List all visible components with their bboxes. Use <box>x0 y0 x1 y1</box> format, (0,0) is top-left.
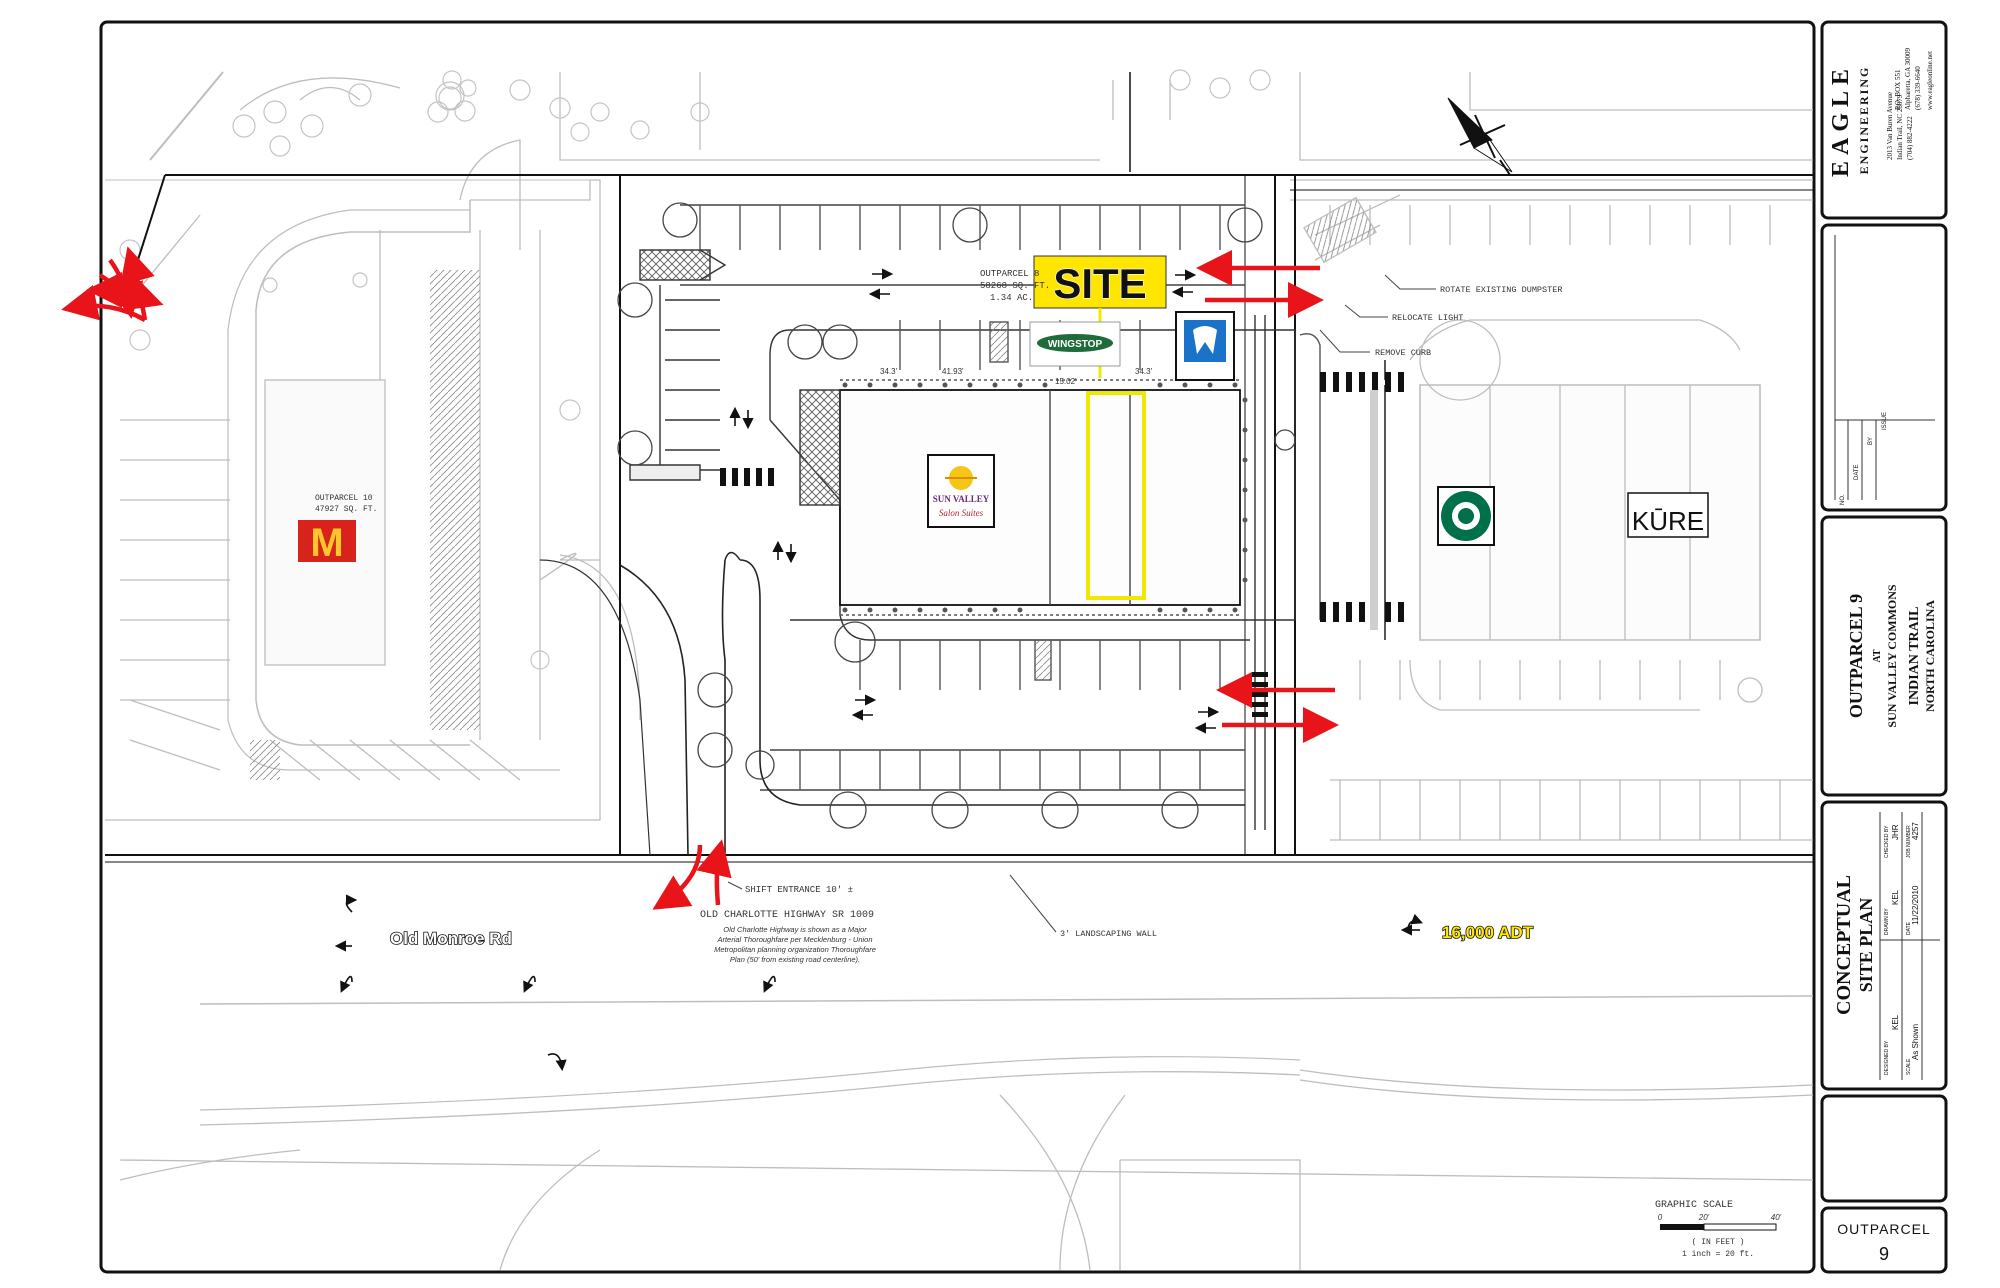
sheet-title-block: CONCEPTUAL SITE PLAN DESIGNED BY KEL DRA… <box>1833 812 1940 1080</box>
highway-name: OLD CHARLOTTE HIGHWAY SR 1009 <box>700 910 874 921</box>
svg-text:BY: BY <box>1868 437 1874 445</box>
svg-text:www.eagleonline.net: www.eagleonline.net <box>1926 51 1934 110</box>
outparcel-10-name: OUTPARCEL 10 <box>315 494 373 503</box>
svg-text:Salon Suites: Salon Suites <box>939 508 984 518</box>
relocate-light-note: RELOCATE LIGHT <box>1392 313 1463 323</box>
north-arrow-icon <box>1447 97 1513 176</box>
dimension-1: 34.3' <box>880 367 898 376</box>
sheet-number-value: 9 <box>1879 1244 1889 1264</box>
relocate-light-leader <box>1344 304 1388 318</box>
outparcel-9-layout <box>539 204 1386 856</box>
context-trees <box>119 69 1271 670</box>
svg-text:20': 20' <box>1698 1213 1710 1222</box>
svg-text:AT: AT <box>1872 649 1883 662</box>
old-monroe-rd-label: Old Monroe Rd <box>390 929 512 948</box>
svg-text:DESIGNED BY: DESIGNED BY <box>1884 1040 1890 1075</box>
svg-text:(704) 882-4222: (704) 882-4222 <box>1906 116 1914 160</box>
svg-text:JOB NUMBER: JOB NUMBER <box>1906 825 1912 858</box>
svg-text:EAGLE: EAGLE <box>1828 63 1854 177</box>
svg-text:Alpharetta, GA 30009: Alpharetta, GA 30009 <box>1904 47 1912 110</box>
highway-note-2: Arterial Thoroughfare per Mecklenburg - … <box>716 935 872 944</box>
highway-note-4: Plan (50' from existing road centerline)… <box>730 955 860 964</box>
access-arrows <box>61 246 1339 910</box>
wingstop-logo: WINGSTOP <box>1029 321 1121 367</box>
outparcel-8-name: OUTPARCEL 8 <box>980 269 1039 279</box>
highway-note-1: Old Charlotte Highway is shown as a Majo… <box>723 925 867 934</box>
dental-icon <box>1175 311 1235 381</box>
svg-text:40': 40' <box>1771 1213 1782 1222</box>
svg-text:WINGSTOP: WINGSTOP <box>1048 339 1103 350</box>
sun-valley-logo: SUN VALLEY Salon Suites <box>927 454 995 528</box>
svg-text:DATE: DATE <box>1854 464 1860 480</box>
svg-text:SUN VALLEY COMMONS: SUN VALLEY COMMONS <box>1885 584 1899 727</box>
svg-text:OUTPARCEL 9: OUTPARCEL 9 <box>1846 594 1866 718</box>
kure-logo: KŪRE <box>1627 492 1709 538</box>
sheet-number-label: OUTPARCEL <box>1837 1221 1931 1237</box>
svg-text:(678) 339-6640: (678) 339-6640 <box>1914 66 1922 110</box>
svg-text:KŪRE: KŪRE <box>1632 506 1704 536</box>
traffic-flow-arrows <box>334 268 1423 1072</box>
shrub-dots <box>842 382 1248 613</box>
shift-entrance-leader <box>727 881 743 890</box>
svg-text:SITE PLAN: SITE PLAN <box>1856 898 1876 993</box>
dimension-3: 15.02' <box>1055 377 1077 386</box>
traffic-count-label: 16,000 ADT <box>1442 923 1534 942</box>
svg-text:Indian Trail, NC 28079: Indian Trail, NC 28079 <box>1896 94 1904 160</box>
crosswalks <box>720 372 1404 717</box>
revision-block: NO. DATE BY ISSUE <box>1834 235 1935 505</box>
outparcel-10-area: 47927 SQ. FT. <box>315 505 377 514</box>
landscaping-wall-leader <box>1009 874 1057 933</box>
svg-text:As Shown: As Shown <box>1911 1024 1920 1060</box>
svg-text:P.O. BOX 551: P.O. BOX 551 <box>1894 69 1902 110</box>
remove-curb-note: REMOVE CURB <box>1375 348 1431 358</box>
svg-text:GRAPHIC SCALE: GRAPHIC SCALE <box>1655 1200 1733 1211</box>
site-trees <box>617 202 1296 829</box>
dimension-4: 34.3' <box>1135 367 1153 376</box>
highway-note-3: Metropolitan planning organization Thoro… <box>714 945 876 954</box>
svg-text:ENGINEERING: ENGINEERING <box>1857 66 1871 175</box>
svg-text:DRAWN BY: DRAWN BY <box>1884 908 1890 935</box>
graphic-scale: GRAPHIC SCALE 0 20' 40' ( IN FEET ) 1 in… <box>1655 1200 1782 1259</box>
svg-text:ISSUE: ISSUE <box>1882 412 1888 430</box>
svg-text:NORTH CAROLINA: NORTH CAROLINA <box>1923 600 1937 712</box>
svg-text:DATE: DATE <box>1906 921 1912 935</box>
existing-context <box>105 71 1814 1271</box>
site-label-box <box>1033 255 1167 309</box>
svg-text:INDIAN TRAIL: INDIAN TRAIL <box>1907 607 1922 706</box>
svg-text:2013 Van Buren Avenue: 2013 Van Buren Avenue <box>1886 92 1894 160</box>
svg-text:M: M <box>310 521 343 565</box>
outparcel-8-area-sqft: 58268 SQ. FT. <box>980 281 1050 291</box>
svg-text:SUN VALLEY: SUN VALLEY <box>933 494 990 504</box>
svg-text:1 inch = 20 ft.: 1 inch = 20 ft. <box>1682 1250 1754 1259</box>
svg-text:4257: 4257 <box>1911 822 1920 840</box>
rotate-dumpster-leader <box>1384 274 1436 290</box>
svg-text:JHR: JHR <box>1891 824 1900 840</box>
title-block <box>1820 20 1948 1274</box>
svg-text:SCALE: SCALE <box>1906 1058 1912 1075</box>
svg-text:0: 0 <box>1658 1213 1663 1222</box>
site-label: SITE <box>1053 260 1146 307</box>
svg-text:KEL: KEL <box>1891 889 1900 905</box>
dimension-2: 41.93' <box>942 367 964 376</box>
company-block: EAGLE ENGINEERING 2013 Van Buren Avenue … <box>1828 47 1934 177</box>
svg-text:KEL: KEL <box>1891 1014 1900 1030</box>
remove-curb-leader <box>1319 329 1370 353</box>
shift-entrance-note: SHIFT ENTRANCE 10' ± <box>745 885 853 895</box>
site-footprint-outline <box>1086 391 1146 600</box>
svg-text:11/22/2010: 11/22/2010 <box>1911 885 1920 925</box>
starbucks-logo <box>1437 486 1495 546</box>
svg-text:CHECKED BY: CHECKED BY <box>1884 825 1890 858</box>
svg-text:CONCEPTUAL: CONCEPTUAL <box>1833 875 1855 1015</box>
project-block: OUTPARCEL 9 AT SUN VALLEY COMMONS INDIAN… <box>1846 584 1937 727</box>
mcdonalds-logo: M <box>298 520 356 565</box>
svg-text:NO.: NO. <box>1840 494 1846 505</box>
outparcel-8-area-ac: 1.34 AC. <box>990 293 1033 303</box>
svg-text:( IN FEET ): ( IN FEET ) <box>1692 1238 1745 1247</box>
rotate-dumpster-note: ROTATE EXISTING DUMPSTER <box>1440 285 1562 295</box>
landscaping-wall-note: 3' LANDSCAPING WALL <box>1060 929 1157 939</box>
drawing-border <box>99 20 1816 1274</box>
